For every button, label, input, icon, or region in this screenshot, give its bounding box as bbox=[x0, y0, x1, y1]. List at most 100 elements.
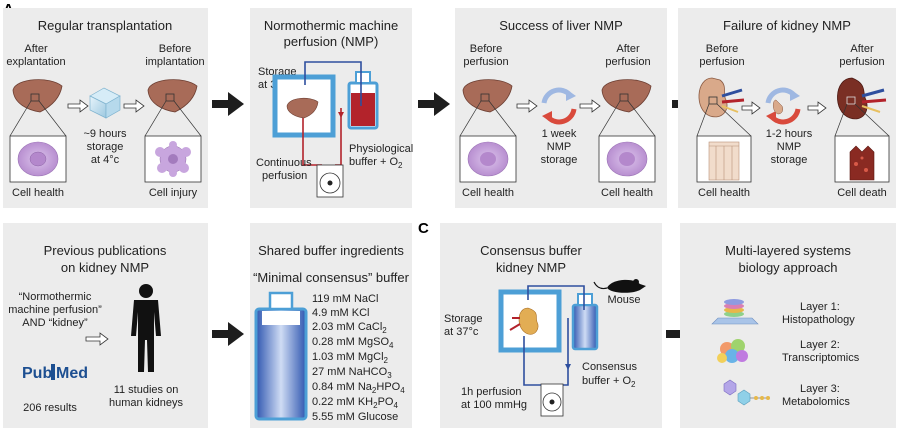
perfusion-label-2: at 100 mmHg bbox=[461, 399, 527, 411]
after-explantation-label: After bbox=[24, 43, 48, 55]
storage-label-2: at 37°c bbox=[444, 326, 479, 338]
pump-icon bbox=[316, 164, 344, 198]
after-perfusion-label: After bbox=[616, 43, 640, 55]
query-text: “Normothermic bbox=[19, 291, 92, 303]
panel-title-2: on kidney NMP bbox=[61, 260, 149, 275]
buffer-ingredients-panel: Shared buffer ingredients “Minimal conse… bbox=[250, 223, 412, 428]
publications-panel: Previous publications on kidney NMP “Nor… bbox=[3, 223, 208, 428]
tubular-cells-icon bbox=[708, 141, 740, 181]
after-perfusion-label-2: perfusion bbox=[605, 56, 650, 68]
panel-subtitle: “Minimal consensus” buffer bbox=[253, 270, 409, 285]
liver-icon bbox=[286, 97, 319, 119]
buffer-bottle-icon bbox=[571, 293, 599, 351]
studies-label: 11 studies on bbox=[114, 384, 179, 396]
ingredient-9: 5.55 mM Glucose bbox=[312, 411, 398, 423]
query-text-3: AND “kidney” bbox=[22, 317, 88, 329]
results-count: 206 results bbox=[23, 402, 77, 414]
storage-label-2: NMP bbox=[547, 141, 571, 153]
arrow-icon bbox=[67, 99, 89, 113]
panel-title: Consensus buffer bbox=[480, 243, 582, 258]
panel-title-2: perfusion (NMP) bbox=[284, 34, 379, 49]
storage-label-3: storage bbox=[771, 154, 808, 166]
metabolomics-icon bbox=[723, 379, 770, 406]
arrow-icon bbox=[741, 101, 761, 115]
tube-line bbox=[302, 118, 322, 166]
buffer-label-2: buffer + O2 bbox=[349, 156, 403, 170]
mouse-label: Mouse bbox=[607, 294, 640, 306]
nmp-panel: Normothermic machine perfusion (NMP) Sto… bbox=[250, 8, 413, 208]
arrow-icon bbox=[807, 101, 827, 115]
kidney-icon bbox=[509, 307, 539, 335]
ingredient-1: 119 mM NaCl bbox=[312, 293, 378, 305]
panel-title: Success of liver NMP bbox=[499, 18, 623, 33]
continuous-perfusion-label: Continuous bbox=[256, 157, 312, 169]
buffer-label: Consensus bbox=[582, 361, 638, 373]
perfusion-label: 1h perfusion bbox=[461, 386, 522, 398]
cell-health-label: Cell health bbox=[462, 187, 514, 199]
ingredient-3: 2.03 mM CaCl2 bbox=[312, 321, 387, 335]
ingredient-5: 1.03 mM MgCl2 bbox=[312, 351, 389, 365]
ingredient-8: 0.22 mM KH2PO4 bbox=[312, 396, 399, 410]
panel-background bbox=[680, 223, 896, 428]
tube-line bbox=[523, 336, 543, 386]
tube-line bbox=[527, 285, 585, 310]
liver-icon bbox=[462, 79, 513, 113]
cell-health-label-2: Cell health bbox=[601, 187, 653, 199]
cycle-arrows-icon bbox=[765, 87, 801, 125]
ingredient-2: 4.9 mM KCl bbox=[312, 307, 369, 319]
cell-death-label: Cell death bbox=[837, 187, 887, 199]
before-implantation-label-2: implantation bbox=[145, 56, 204, 68]
storage-label: 1-2 hours bbox=[766, 128, 813, 140]
before-perfusion-label: Before bbox=[706, 43, 738, 55]
panel-title: Failure of kidney NMP bbox=[723, 18, 851, 33]
svg-text:Pub: Pub bbox=[22, 365, 52, 382]
layer-3-desc: Metabolomics bbox=[782, 396, 850, 408]
panel-title: Multi-layered systems bbox=[725, 243, 851, 258]
storage-label-2: storage bbox=[87, 141, 124, 153]
zoom-box-icon bbox=[30, 93, 40, 102]
storage-label: 1 week bbox=[542, 128, 577, 140]
human-silhouette-icon bbox=[131, 284, 161, 372]
arrow-icon bbox=[579, 99, 601, 113]
after-explantation-label-2: explantation bbox=[6, 56, 65, 68]
storage-label-3: at 4°c bbox=[91, 154, 120, 166]
buffer-label-2: buffer + O2 bbox=[582, 375, 636, 389]
panel-background bbox=[3, 223, 208, 428]
layer-1-label: Layer 1: bbox=[800, 301, 840, 313]
liver-icon bbox=[147, 79, 198, 113]
query-text-2: machine perfusion” bbox=[8, 304, 102, 316]
continuous-perfusion-label-2: perfusion bbox=[262, 170, 307, 182]
arrow-icon bbox=[123, 99, 145, 113]
regular-transplantation-panel: Regular transplantation After explantati… bbox=[3, 8, 208, 208]
cell-health-label: Cell health bbox=[698, 187, 750, 199]
after-perfusion-label: After bbox=[850, 43, 874, 55]
pubmed-logo: Pub Med bbox=[22, 364, 88, 382]
liver-nmp-panel: Success of liver NMP Before perfusion Af… bbox=[455, 8, 667, 208]
panel-title: Normothermic machine bbox=[264, 18, 398, 33]
flow-arrow-icon bbox=[212, 92, 244, 116]
zoom-box-icon bbox=[165, 93, 175, 102]
storage-label-2: NMP bbox=[777, 141, 801, 153]
arrow-icon bbox=[85, 332, 109, 346]
buffer-bottle-icon bbox=[347, 71, 379, 130]
liver-icon bbox=[601, 79, 652, 113]
layer-3-label: Layer 3: bbox=[800, 383, 840, 395]
systems-biology-panel: Multi-layered systems biology approach L… bbox=[680, 223, 896, 428]
before-perfusion-label-2: perfusion bbox=[699, 56, 744, 68]
buffer-bottle-icon bbox=[254, 291, 308, 421]
flow-arrow-icon bbox=[212, 322, 244, 346]
ingredient-4: 0.28 mM MgSO4 bbox=[312, 336, 394, 350]
ingredient-7: 0.84 mM Na2HPO4 bbox=[312, 381, 405, 395]
arrow-icon bbox=[516, 99, 538, 113]
storage-label: Storage bbox=[444, 313, 483, 325]
panel-title: Regular transplantation bbox=[38, 18, 172, 33]
layer-2-label: Layer 2: bbox=[800, 339, 840, 351]
transcriptomics-icon bbox=[717, 339, 748, 363]
panel-letter-c: C bbox=[418, 220, 429, 237]
cycle-arrows-icon bbox=[541, 87, 577, 125]
before-implantation-label: Before bbox=[159, 43, 191, 55]
panel-title: Shared buffer ingredients bbox=[258, 243, 404, 258]
cell-injury-label: Cell injury bbox=[149, 187, 198, 199]
storage-label-3: storage bbox=[541, 154, 578, 166]
